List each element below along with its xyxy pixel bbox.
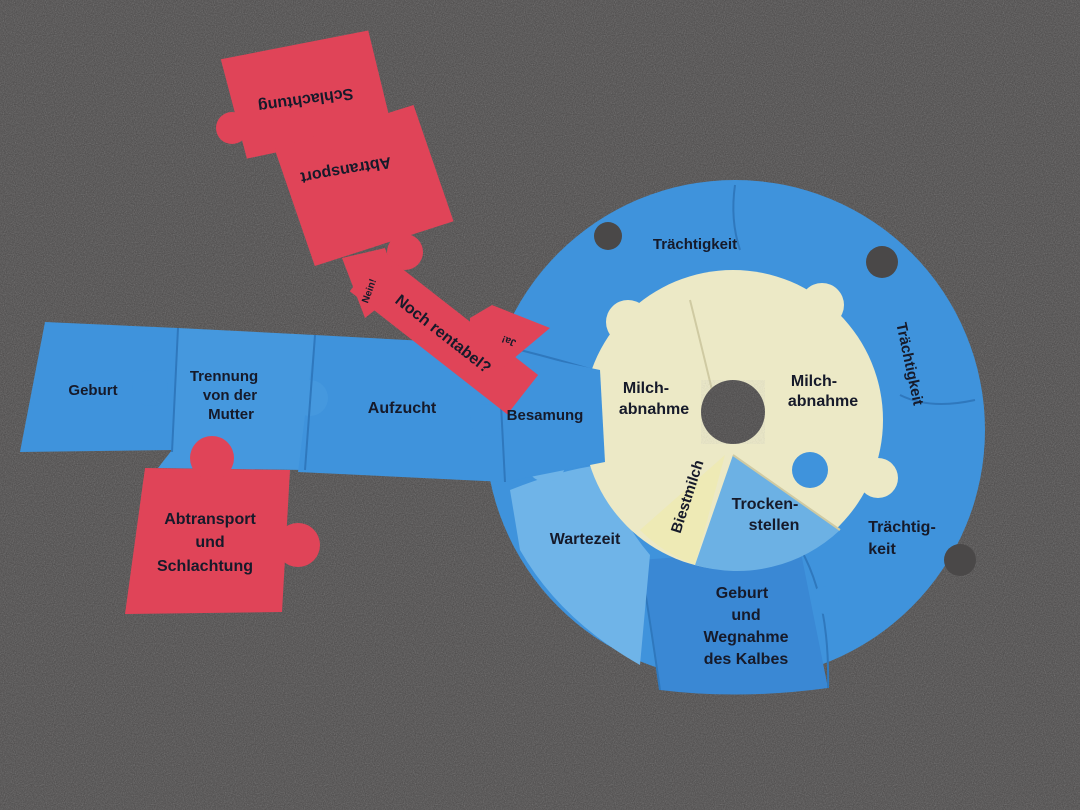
inner-ring xyxy=(583,270,898,571)
label-aufzucht: Aufzucht xyxy=(368,400,437,417)
piece-geburt[interactable] xyxy=(20,322,178,452)
red-knob xyxy=(387,234,423,270)
arrow-ja[interactable] xyxy=(470,305,550,370)
label-geburt-wegnahme-1: Geburt xyxy=(716,585,769,602)
label-traechtigkeit-lower-2: keit xyxy=(868,541,896,558)
piece-knob xyxy=(470,404,502,436)
outer-segment-geburt-wegnahme[interactable] xyxy=(640,548,828,695)
label-traechtigkeit-lower-1: Trächtig- xyxy=(868,519,936,536)
inner-knob xyxy=(606,300,650,344)
label-abtransport-schlachtung-1: Abtransport xyxy=(164,511,256,528)
label-milchabnahme-left-2: abnahme xyxy=(619,401,689,418)
label-wartezeit: Wartezeit xyxy=(550,531,621,548)
piece-abtransport[interactable] xyxy=(272,102,457,269)
arrow-nein[interactable] xyxy=(342,248,400,318)
inner-ring-seams xyxy=(689,299,841,531)
label-trennung-1: Trennung xyxy=(190,368,258,385)
label-geburt-wegnahme-3: Wegnahme xyxy=(703,629,788,646)
red-knob xyxy=(190,436,234,480)
ring-notch xyxy=(866,246,898,278)
piece-knob xyxy=(132,370,168,406)
label-abtransport-schlachtung-2: und xyxy=(195,534,224,551)
inner-knob xyxy=(858,458,898,498)
red-knob xyxy=(276,523,320,567)
label-besamung: Besamung xyxy=(507,407,584,424)
label-milchabnahme-right-1: Milch- xyxy=(791,373,837,390)
inner-segment-trockenstellen[interactable] xyxy=(695,455,840,571)
outer-segment-wartezeit[interactable] xyxy=(510,465,650,665)
red-knob xyxy=(316,110,356,150)
label-geburt-wegnahme-2: und xyxy=(731,607,760,624)
label-geburt: Geburt xyxy=(68,382,117,399)
inner-notch xyxy=(792,452,828,488)
red-pieces xyxy=(125,30,550,614)
red-knob xyxy=(216,112,248,144)
label-abtransport-schlachtung-3: Schlachtung xyxy=(157,558,253,575)
ring-notch xyxy=(944,544,976,576)
label-trockenstellen-1: Trocken- xyxy=(732,496,799,513)
label-trennung-2: von der xyxy=(203,387,257,404)
label-ja: Ja! xyxy=(500,333,517,348)
label-milchabnahme-right-2: abnahme xyxy=(788,393,858,410)
inner-knob xyxy=(800,283,844,327)
label-traechtigkeit-top: Trächtigkeit xyxy=(653,236,737,253)
label-geburt-wegnahme-4: des Kalbes xyxy=(704,651,789,668)
label-milchabnahme-left-1: Milch- xyxy=(623,380,669,397)
piece-abtransport-schlachtung[interactable] xyxy=(125,468,290,614)
piece-trennung[interactable] xyxy=(158,328,315,470)
label-trockenstellen-2: stellen xyxy=(749,517,800,534)
label-trennung-3: Mutter xyxy=(208,406,254,423)
ring-notch xyxy=(594,222,622,250)
inner-segment-biestmilch[interactable] xyxy=(640,455,725,565)
ring-knob xyxy=(811,586,839,614)
